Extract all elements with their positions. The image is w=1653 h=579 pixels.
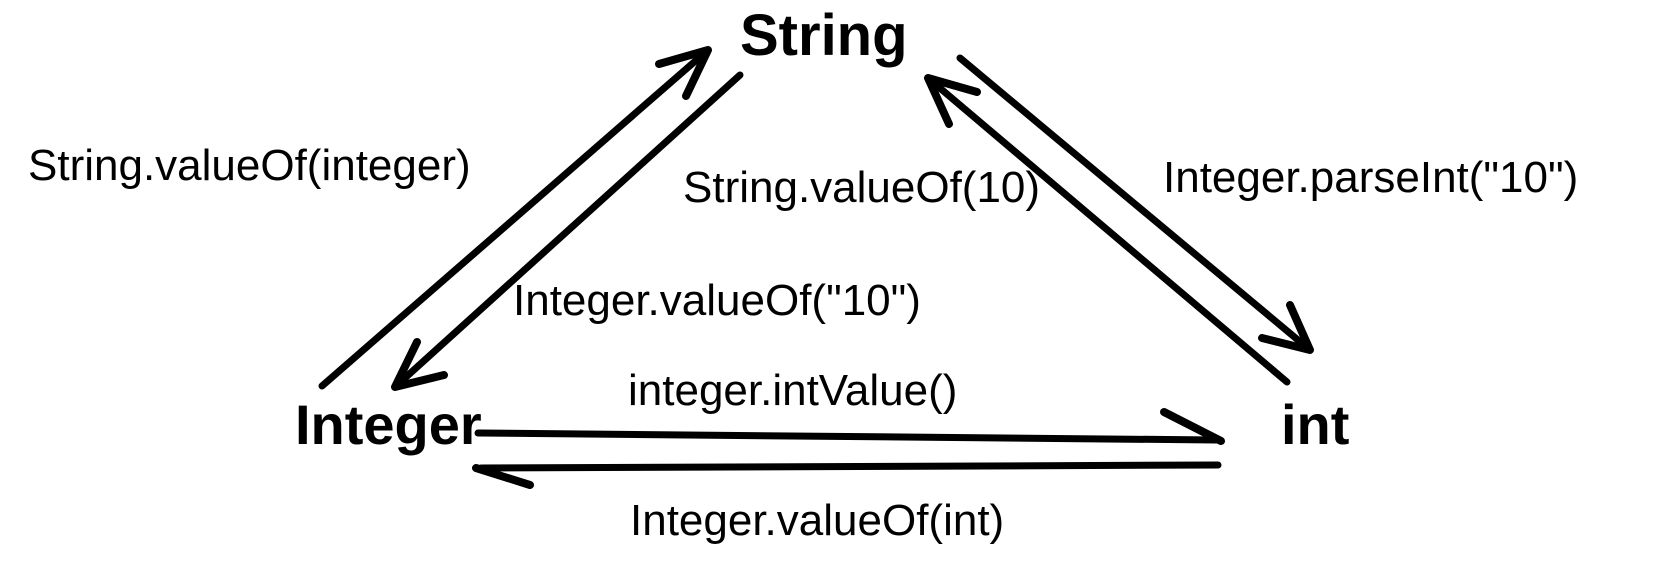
node-integer: Integer <box>295 393 482 456</box>
edge-label-string-valueof-integer: String.valueOf(integer) <box>28 141 471 190</box>
edge-label-integer-parseint: Integer.parseInt("10") <box>1163 153 1579 202</box>
edge-label-integer-intvalue: integer.intValue() <box>628 366 958 415</box>
arrow-string-to-int <box>956 54 1314 354</box>
arrow-int-to-integer <box>472 461 1222 489</box>
edge-label-integer-valueof-int: Integer.valueOf(int) <box>630 496 1005 545</box>
arrow-int-to-string <box>924 74 1291 386</box>
arrow-integer-to-int <box>474 408 1225 445</box>
arrow-integer-to-string <box>318 46 712 390</box>
node-string: String <box>740 3 908 68</box>
node-int: int <box>1281 393 1350 456</box>
arrow-string-to-integer <box>391 71 744 391</box>
edge-label-integer-valueof-string: Integer.valueOf("10") <box>513 276 921 325</box>
edge-label-string-valueof-10: String.valueOf(10) <box>683 163 1041 212</box>
